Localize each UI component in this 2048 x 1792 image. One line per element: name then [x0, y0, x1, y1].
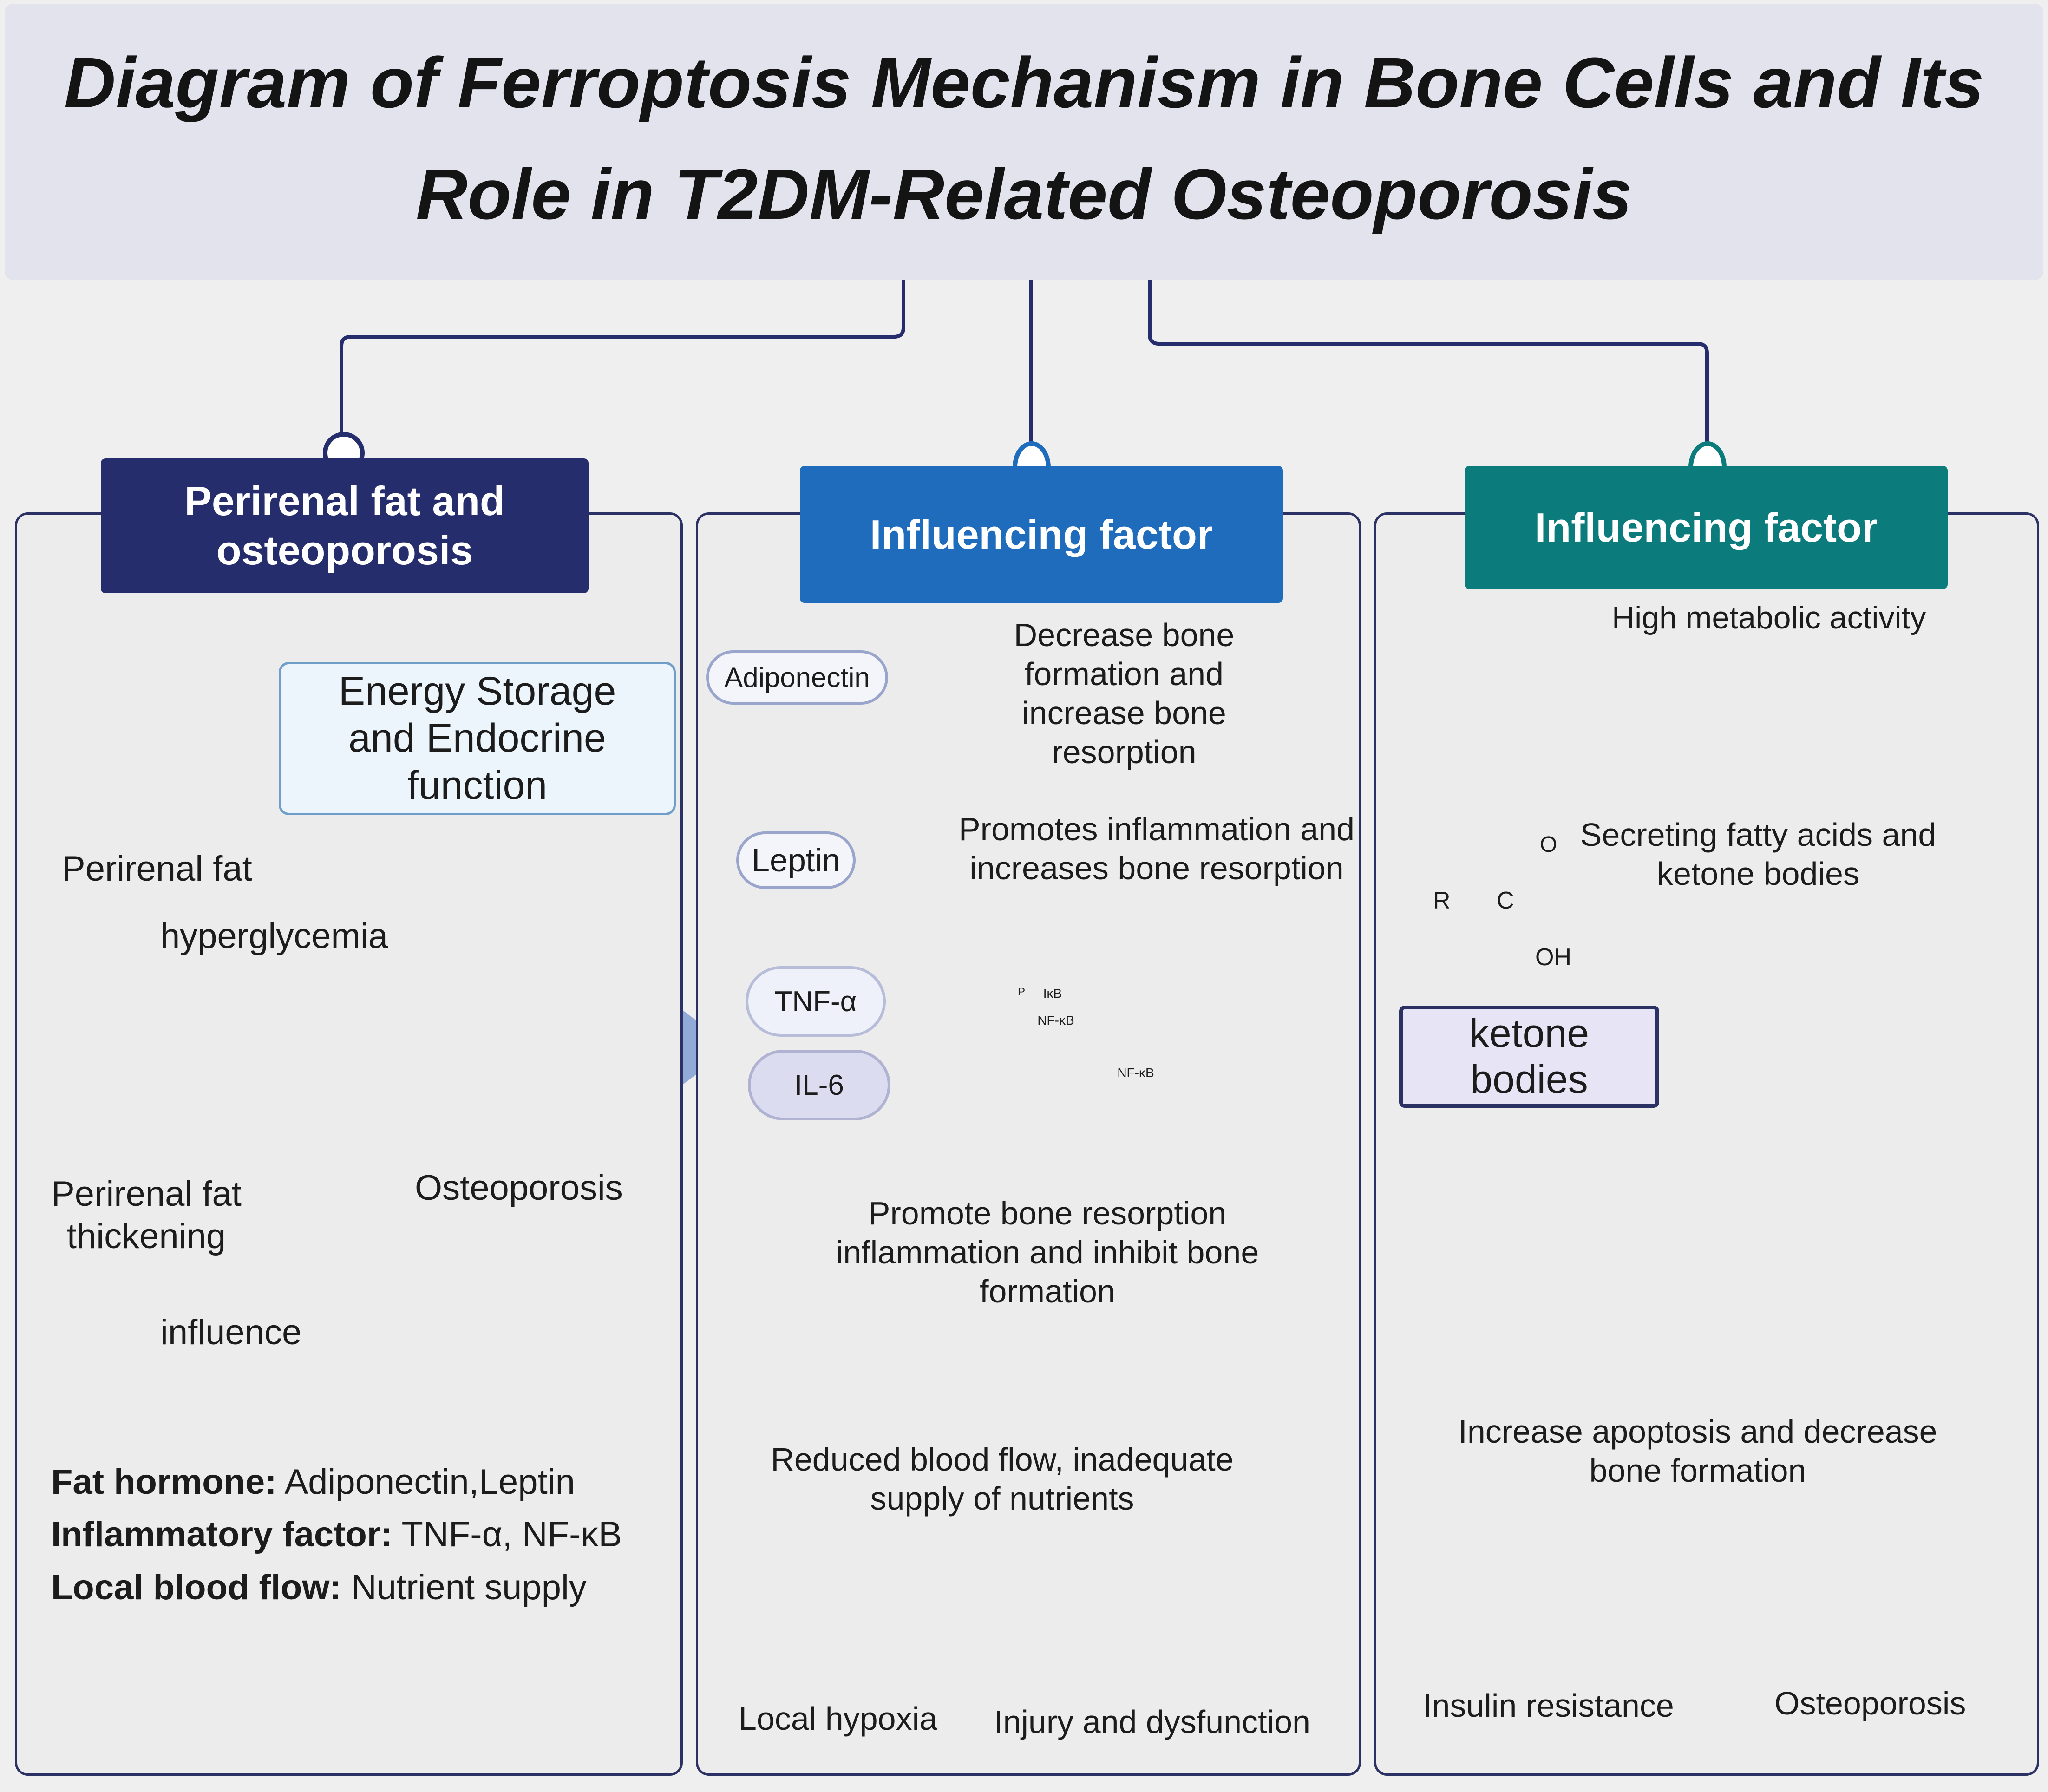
chem-c: C: [1497, 887, 1514, 914]
title-banner: [5, 4, 2043, 280]
fact-blood-flow-label: Local blood flow:: [51, 1568, 341, 1607]
title-line-1: Diagram of Ferroptosis Mechanism in Bone…: [64, 43, 1984, 123]
fact-fat-hormone: Fat hormone: Adiponectin,Leptin: [51, 1461, 575, 1503]
apoptosis-label: Increase apoptosis and decrease bone for…: [1458, 1413, 1937, 1489]
right-panel: [1374, 512, 2039, 1776]
middle-header: Influencing factor: [800, 466, 1283, 603]
right-header: Influencing factor: [1465, 466, 1948, 589]
chem-oh: OH: [1535, 944, 1571, 971]
ikb-label: IκB: [1043, 986, 1062, 1001]
ketone-bodies-box: ketone bodies: [1399, 1006, 1659, 1108]
fact-inflammatory-label: Inflammatory factor:: [51, 1515, 393, 1554]
phospho-label: P: [1018, 986, 1026, 998]
left-header: Perirenal fat and osteoporosis: [101, 458, 589, 593]
hyperglycemia-label: hyperglycemia: [160, 916, 388, 956]
metabolic-label: High metabolic activity: [1612, 600, 1926, 635]
chem-r: R: [1433, 887, 1451, 914]
fatty-acids-label: Secreting fatty acids and ketone bodies: [1580, 817, 1937, 892]
fact-fat-hormone-value: Adiponectin,Leptin: [276, 1462, 575, 1502]
osteoporosis-label-right: Osteoporosis: [1774, 1685, 1966, 1721]
osteoporosis-label-left: Osteoporosis: [415, 1168, 623, 1208]
fact-blood-flow: Local blood flow: Nutrient supply: [51, 1566, 587, 1609]
title-line-2: Role in T2DM-Related Osteoporosis: [416, 154, 1632, 234]
cytokine-effect: Promote bone resorption inflammation and…: [836, 1195, 1259, 1309]
fact-blood-flow-value: Nutrient supply: [341, 1568, 587, 1607]
adiponectin-effect: Decrease bone formation and increase bon…: [1014, 617, 1235, 770]
energy-storage-box: Energy Storage and Endocrine function: [279, 662, 676, 815]
adiponectin-label: Adiponectin: [706, 650, 888, 705]
nfkb-label-complex: NF-κB: [1037, 1013, 1074, 1027]
connector-lines: [340, 267, 1709, 460]
influence-label: influence: [160, 1313, 302, 1352]
chem-o: O: [1540, 832, 1557, 857]
fact-inflammatory: Inflammatory factor: TNF-α, NF-κB: [51, 1513, 622, 1556]
blood-flow-effect: Reduced blood flow, inadequate supply of…: [771, 1441, 1234, 1517]
tnf-alpha-label: TNF-α: [746, 966, 886, 1037]
leptin-effect: Promotes inflammation and increases bone…: [958, 811, 1355, 886]
fact-inflammatory-value: TNF-α, NF-κB: [392, 1515, 622, 1554]
nfkb-label-free: NF-κB: [1117, 1066, 1154, 1080]
middle-panel: [696, 512, 1361, 1776]
insulin-label: Insulin resistance: [1423, 1687, 1674, 1724]
hypoxia-label: Local hypoxia: [739, 1700, 938, 1737]
il6-label: IL-6: [748, 1050, 890, 1120]
leptin-label: Leptin: [736, 831, 856, 889]
injury-label: Injury and dysfunction: [994, 1704, 1310, 1740]
fact-fat-hormone-label: Fat hormone:: [51, 1462, 277, 1502]
perirenal-fat-label: Perirenal fat: [62, 849, 252, 889]
thickening-label: Perirenal fat thickening: [51, 1174, 242, 1256]
